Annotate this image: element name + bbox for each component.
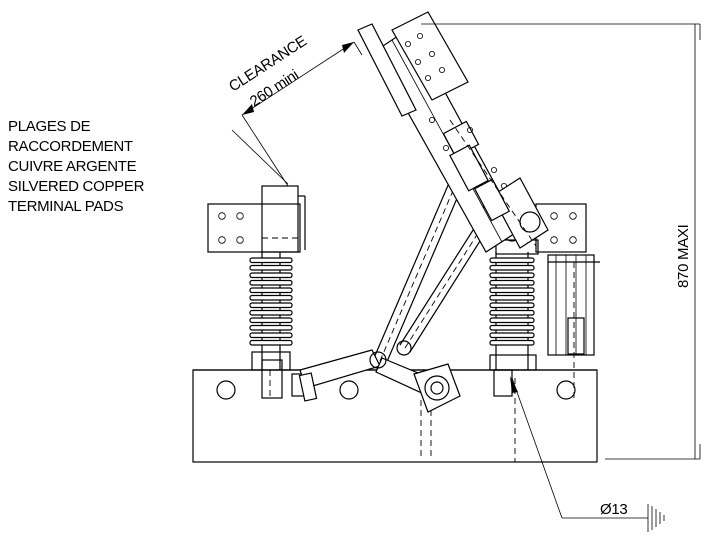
terminal-pads-fr-line1: PLAGES DE (8, 118, 91, 135)
insulator-shed (249, 324, 293, 331)
terminal-pads-callout: PLAGES DE RACCORDEMENT CUIVRE ARGENTE SI… (8, 118, 289, 215)
insulator-shed (489, 317, 535, 324)
terminal-pad-left (207, 203, 301, 253)
height-max-label: 870 MAXI (675, 225, 692, 288)
base-frame (192, 369, 598, 463)
mount-hole-right (556, 380, 576, 400)
insulator-shed (489, 294, 535, 301)
insulator-shed (489, 264, 535, 271)
insulator-shed (249, 317, 293, 324)
height-dimension: 870 MAXI (421, 23, 701, 460)
mount-hole-mid (339, 380, 359, 400)
insulator-shed (489, 309, 535, 316)
insulator-shed (489, 257, 535, 264)
terminal-pads-en-line2: TERMINAL PADS (8, 198, 124, 215)
insulator-shed (249, 264, 293, 271)
insulator-shed (249, 332, 293, 339)
insulator-shed (249, 309, 293, 316)
insulator-shed (249, 287, 293, 294)
hole-diameter-label: Ø13 (600, 501, 627, 518)
insulator-shed (249, 302, 293, 309)
insulator-shed (489, 302, 535, 309)
insulator-shed (249, 279, 293, 286)
insulator-shed (489, 332, 535, 339)
clearance-dimension: CLEARANCE 260 mini (226, 32, 363, 187)
hole-diameter-callout: Ø13 (510, 376, 665, 532)
terminal-pads-fr-line2: RACCORDEMENT (8, 138, 133, 155)
terminal-pads-fr-line3: CUIVRE ARGENTE (8, 158, 137, 175)
insulator-shed (249, 272, 293, 279)
insulator-shed (489, 287, 535, 294)
insulator-shed (489, 272, 535, 279)
insulator-shed (489, 324, 535, 331)
operating-linkage (298, 161, 493, 413)
mount-hole-left (216, 380, 236, 400)
switch-blade (357, 11, 549, 253)
terminal-pads-en-line1: SILVERED COPPER (8, 178, 145, 195)
insulator-shed (249, 339, 293, 346)
earth-ground-icon (647, 504, 665, 532)
insulator-shed (489, 279, 535, 286)
insulator-left (207, 185, 311, 399)
insulator-shed (249, 294, 293, 301)
insulator-shed (249, 257, 293, 264)
insulator-shed (489, 339, 535, 346)
